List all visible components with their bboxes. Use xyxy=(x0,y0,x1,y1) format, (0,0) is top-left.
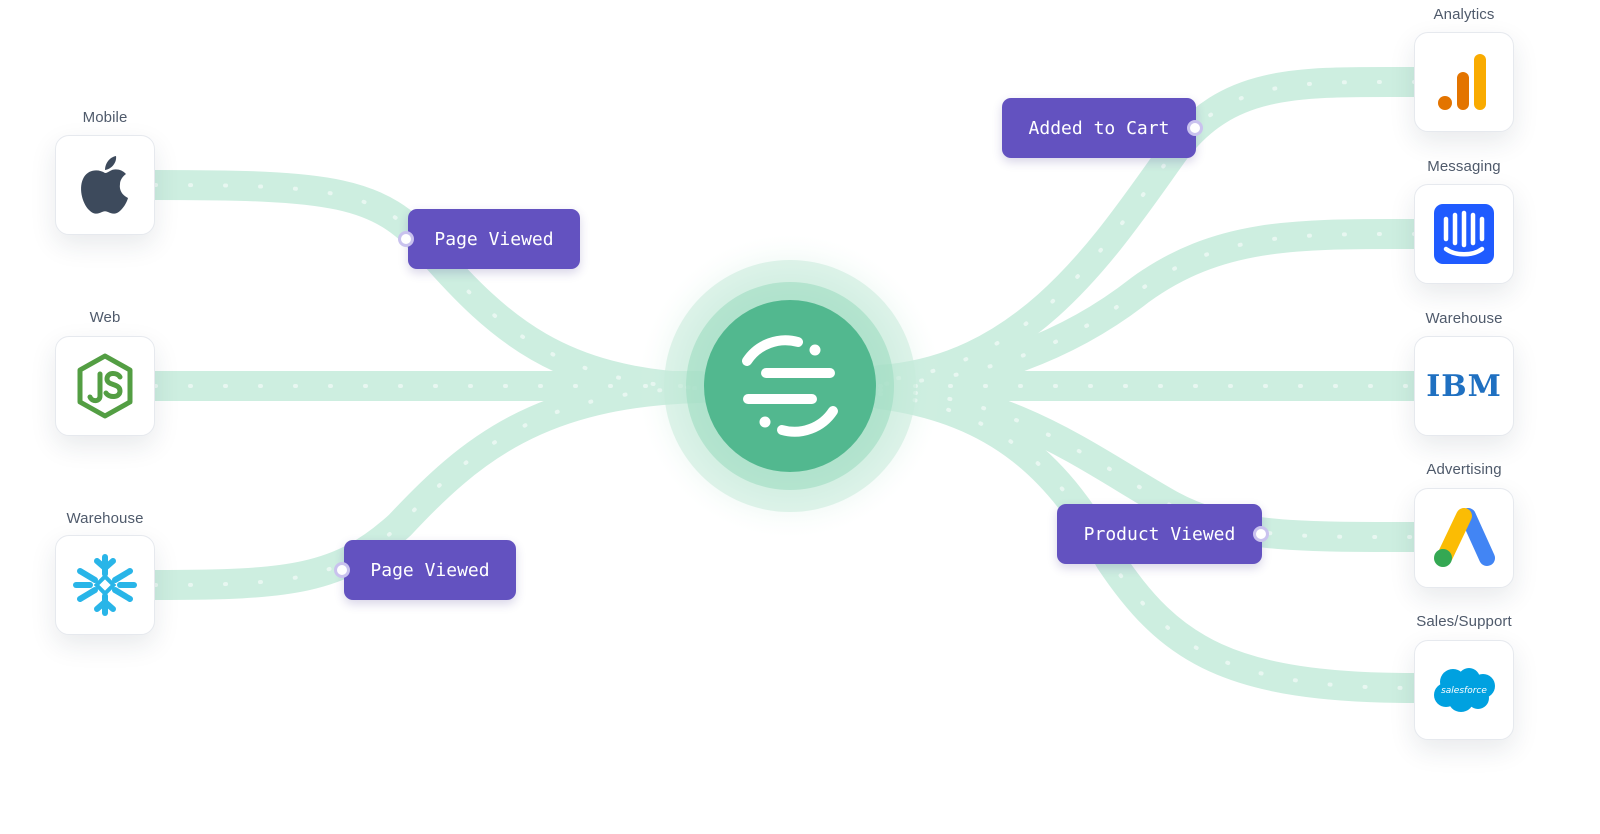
event-connector-dot xyxy=(398,231,414,247)
event-connector-dot xyxy=(1253,526,1269,542)
event-label: Page Viewed xyxy=(434,228,554,250)
event-pill-analytics[interactable]: Added to Cart xyxy=(1002,98,1196,158)
source-label-warehouse: Warehouse xyxy=(66,510,144,527)
event-label: Product Viewed xyxy=(1083,523,1236,545)
destination-label-messaging: Messaging xyxy=(1427,158,1501,175)
event-connector-dot xyxy=(334,562,350,578)
flow-warehouse-source xyxy=(140,373,715,600)
destination-label-analytics: Analytics xyxy=(1433,6,1495,23)
event-label: Added to Cart xyxy=(1028,117,1170,139)
source-tile-warehouse[interactable] xyxy=(55,535,155,635)
destination-tile-messaging[interactable] xyxy=(1414,184,1514,284)
source-tile-web[interactable] xyxy=(55,336,155,436)
destination-tile-advertising[interactable] xyxy=(1414,488,1514,588)
salesforce-logo-text: salesforce xyxy=(1441,686,1487,696)
flow-messaging xyxy=(865,218,1430,399)
google-analytics-icon xyxy=(1438,54,1486,110)
event-pill-warehouse[interactable]: Page Viewed xyxy=(344,540,516,600)
event-connector-dot xyxy=(1187,120,1203,136)
hub xyxy=(638,234,942,538)
snowflake-icon xyxy=(73,554,137,616)
destination-tile-sales-support[interactable]: salesforce xyxy=(1414,640,1514,740)
destination-tile-warehouse[interactable]: IBM xyxy=(1414,336,1514,436)
salesforce-icon: salesforce xyxy=(1434,668,1495,712)
google-ads-icon xyxy=(1434,508,1495,567)
event-pill-advertising[interactable]: Product Viewed xyxy=(1057,504,1262,564)
destination-tile-analytics[interactable] xyxy=(1414,32,1514,132)
segment-logo-icon xyxy=(742,335,838,437)
event-pill-mobile[interactable]: Page Viewed xyxy=(408,209,580,269)
source-label-web: Web xyxy=(89,309,121,326)
ibm-icon: IBM xyxy=(1426,368,1502,404)
intercom-icon xyxy=(1434,204,1494,264)
destination-label-sales-support: Sales/Support xyxy=(1416,613,1512,630)
destination-label-warehouse: Warehouse xyxy=(1425,310,1503,327)
apple-icon xyxy=(81,156,128,214)
source-tile-mobile[interactable] xyxy=(55,135,155,235)
destination-label-advertising: Advertising xyxy=(1426,461,1502,478)
event-label: Page Viewed xyxy=(370,559,490,581)
hub-circle xyxy=(704,300,876,472)
nodejs-icon xyxy=(77,353,133,419)
source-label-mobile: Mobile xyxy=(82,109,128,126)
